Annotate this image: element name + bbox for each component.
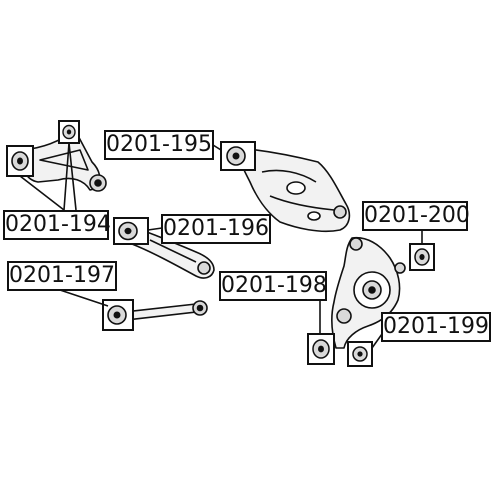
part-label-0201-199: 0201-199 xyxy=(381,312,491,342)
part-label-0201-195: 0201-195 xyxy=(104,130,214,160)
leader-line-196 xyxy=(147,227,163,231)
upper-arm-bushing-b xyxy=(58,120,80,144)
lateral-rod-bushing xyxy=(102,299,134,331)
part-label-0201-198: 0201-198 xyxy=(219,271,327,301)
lower-arm-bushing xyxy=(220,141,256,171)
knuckle-bushing-199 xyxy=(347,341,373,367)
leader-line-195 xyxy=(212,144,222,151)
leader-line-197 xyxy=(59,289,109,307)
upper-control-arm xyxy=(20,129,107,192)
lower-control-arm xyxy=(237,147,351,233)
toe-link-bushing xyxy=(113,217,149,245)
lateral-rod xyxy=(123,300,208,321)
knuckle-bushing-198 xyxy=(307,333,335,365)
part-label-0201-197: 0201-197 xyxy=(7,261,117,291)
knuckle-bushing-200 xyxy=(409,243,435,271)
part-label-0201-196: 0201-196 xyxy=(161,214,271,244)
upper-arm-bushing-a xyxy=(6,145,34,177)
part-label-0201-200: 0201-200 xyxy=(362,201,470,231)
leader-line-199 xyxy=(371,333,383,349)
leader-lines-194 xyxy=(19,142,77,211)
part-label-0201-194: 0201-194 xyxy=(3,210,111,240)
hub-knuckle xyxy=(331,236,406,349)
